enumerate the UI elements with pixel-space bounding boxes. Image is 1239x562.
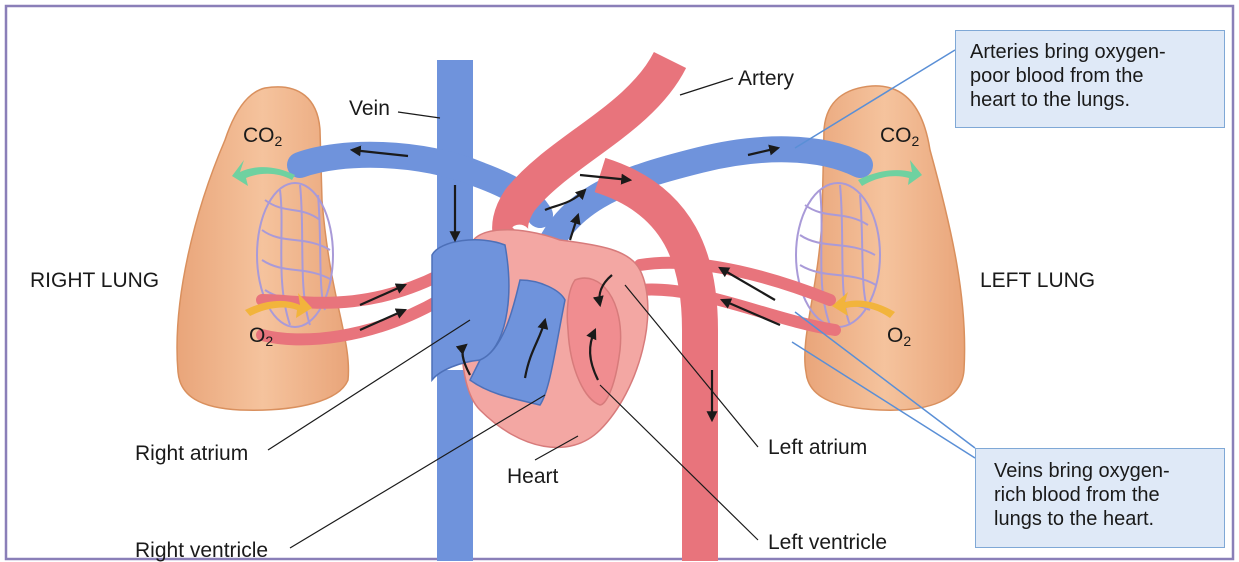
arteries-callout-line-3: heart to the lungs.	[970, 88, 1210, 112]
right-o2-label: O2	[249, 325, 273, 348]
left-lung-label: LEFT LUNG	[980, 270, 1095, 291]
veins-callout-line-2: rich blood from the	[994, 483, 1206, 507]
arteries-callout-line-1: Arteries bring oxygen-	[970, 40, 1210, 64]
arteries-callout-line-2: poor blood from the	[970, 64, 1210, 88]
vein-label: Vein	[349, 98, 390, 119]
right-co2-label: CO2	[243, 125, 282, 148]
right-lung-label: RIGHT LUNG	[30, 270, 159, 291]
left-ventricle-label: Left ventricle	[768, 532, 887, 553]
veins-callout-line-3: lungs to the heart.	[994, 507, 1206, 531]
left-co2-label: CO2	[880, 125, 919, 148]
artery-label: Artery	[738, 68, 794, 89]
right-atrium-label: Right atrium	[135, 443, 248, 464]
arteries-callout: Arteries bring oxygen- poor blood from t…	[955, 30, 1225, 128]
veins-callout: Veins bring oxygen- rich blood from the …	[975, 448, 1225, 548]
left-o2-label: O2	[887, 325, 911, 348]
left-atrium-label: Left atrium	[768, 437, 867, 458]
heart-label: Heart	[507, 466, 558, 487]
right-ventricle-label: Right ventricle	[135, 540, 268, 561]
veins-callout-line-1: Veins bring oxygen-	[994, 459, 1206, 483]
